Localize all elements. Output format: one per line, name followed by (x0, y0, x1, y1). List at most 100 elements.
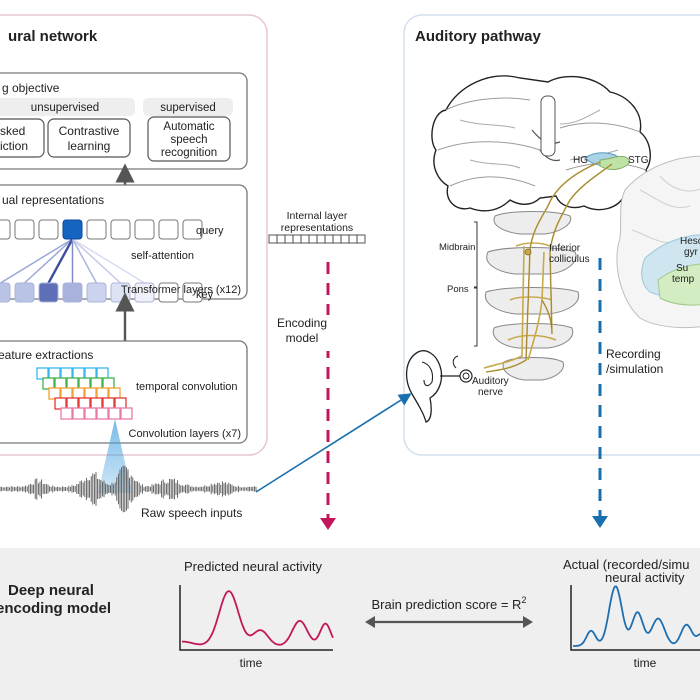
conv-cell (120, 407, 133, 420)
contrastive-box (47, 118, 131, 158)
query-token (86, 219, 107, 240)
vector-cell (332, 234, 342, 244)
key-token (62, 282, 83, 303)
actual-axes (570, 585, 700, 651)
vector-cell (308, 234, 318, 244)
key-token (182, 282, 203, 303)
actual-activity-line1: Actual (recorded/simu (563, 557, 689, 572)
heschl-gyrus-line2: gyr (684, 247, 699, 258)
speech-to-ear-arrow (255, 393, 412, 493)
vector-cell (340, 234, 350, 244)
vector-cell (284, 234, 294, 244)
vector-cell (300, 234, 310, 244)
actual-activity-line2: neural activity (605, 570, 685, 585)
recording-line2: /simulation (606, 362, 663, 376)
query-label: query (196, 225, 224, 237)
temporal-convolution-label: temporal convolution (136, 381, 238, 393)
convolution-layers-label: Convolution layers (x7) (129, 428, 242, 440)
auditory-title: Auditory pathway (415, 28, 542, 45)
encoding-model-line2: model (286, 331, 319, 345)
vector-cell (324, 234, 334, 244)
self-attention-lines (0, 238, 145, 284)
internal-layer-line1: Internal layer (287, 210, 348, 222)
key-token (38, 282, 59, 303)
inferior-colliculus-line2: colliculus (549, 254, 590, 265)
attention-link (23, 238, 74, 284)
query-token (38, 219, 59, 240)
vector-cell (356, 234, 366, 244)
query-token (182, 219, 203, 240)
predicted-trace (181, 590, 334, 646)
query-token (158, 219, 179, 240)
contrastive-line1: Contrastive (59, 124, 120, 138)
attention-link (71, 238, 122, 284)
key-token (134, 282, 155, 303)
asr-box (147, 116, 231, 162)
pons-label: Pons (447, 284, 469, 295)
query-token-row (0, 219, 203, 240)
midbrain-brace (474, 221, 478, 288)
query-token (110, 219, 131, 240)
query-token (62, 219, 83, 240)
bottom-title-line2: encoding model (0, 600, 111, 617)
feature-title: eature extractions (0, 348, 93, 362)
key-token (86, 282, 107, 303)
query-token (0, 219, 11, 240)
midbrain-label: Midbrain (439, 242, 475, 253)
superior-temporal-line2: temp (672, 274, 695, 285)
conv-cell (60, 407, 73, 420)
unsupervised-label: unsupervised (31, 102, 99, 114)
pons-brace (474, 287, 478, 347)
conv-cell (84, 407, 97, 420)
auditory-nerve-line2: nerve (478, 387, 503, 398)
convolution-stack (36, 367, 133, 420)
inferior-colliculus-dot (524, 248, 532, 256)
vector-cell (276, 234, 286, 244)
vector-cell (268, 234, 278, 244)
unsupervised-band (0, 98, 135, 116)
score-arrow-right-head (523, 616, 533, 628)
conv-cell (96, 407, 109, 420)
heschl-gyrus-line1: Hesc (680, 236, 700, 247)
bottom-panel (0, 548, 700, 700)
masked-line2: iction (0, 139, 28, 153)
auditory-nerve-line1: Auditory (472, 376, 509, 387)
brain-prediction-score: Brain prediction score = R2 (372, 595, 527, 612)
predicted-activity-title: Predicted neural activity (184, 559, 323, 574)
query-token (134, 219, 155, 240)
vector-cell (292, 234, 302, 244)
key-label: key (196, 289, 214, 301)
asr-line1: Automatic (163, 121, 214, 133)
conv-cell (72, 407, 85, 420)
supervised-label: supervised (160, 102, 216, 114)
brainstem-slices (484, 211, 580, 381)
contextual-title: ual representations (2, 193, 104, 207)
encoding-label-bg (268, 315, 336, 351)
objective-title: g objective (2, 81, 60, 95)
attention-link (0, 238, 73, 284)
contrastive-line2: learning (68, 139, 111, 153)
masked-line1: sked (0, 124, 25, 138)
score-arrow-left-head (365, 616, 375, 628)
nn-title: ural network (8, 28, 98, 45)
key-token (0, 282, 11, 303)
encoding-model-line1: Encoding (277, 316, 327, 330)
time-label-left: time (240, 656, 263, 670)
brain-coronal-section (431, 75, 651, 212)
recording-label-bg (604, 346, 674, 380)
vector-cell (316, 234, 326, 244)
bottom-title-line1: Deep neural (8, 582, 94, 599)
encoding-arrow-head (320, 518, 336, 530)
stg-label: STG (628, 155, 649, 166)
attention-link (72, 238, 145, 284)
internal-representation-vector (268, 234, 366, 244)
masked-prediction-box (0, 118, 45, 158)
vector-cell (348, 234, 358, 244)
asr-line2: speech (170, 134, 207, 146)
recording-arrow-head (592, 516, 608, 528)
key-token (14, 282, 35, 303)
speech-waveform (0, 465, 257, 513)
auditory-fiber-tracts-dark (485, 161, 613, 373)
raw-speech-label: Raw speech inputs (141, 506, 242, 520)
